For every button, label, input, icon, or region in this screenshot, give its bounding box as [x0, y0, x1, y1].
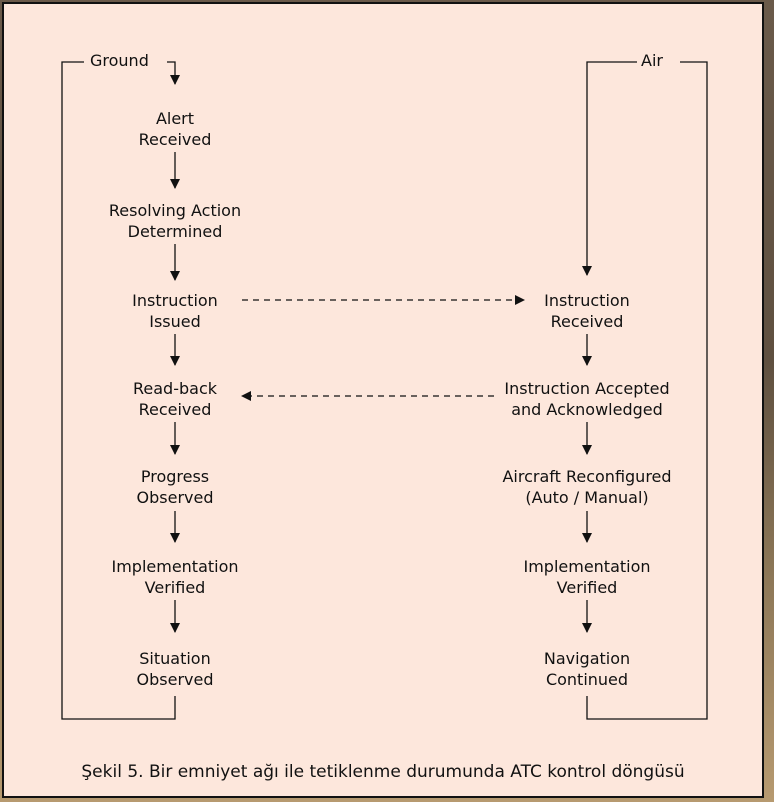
air-loop-line — [586, 61, 708, 720]
ground-entry-arrow — [167, 61, 180, 85]
ground-header: Ground — [86, 51, 153, 71]
ground-loop-line — [61, 61, 176, 720]
air-step-aircraft-reconfigured: Aircraft Reconfigured(Auto / Manual) — [502, 467, 672, 507]
flow-lines — [61, 61, 708, 720]
air-entry-arrow — [582, 61, 638, 276]
air-header: Air — [637, 51, 667, 71]
figure-caption: Şekil 5. Bir emniyet ağı ile tetiklenme … — [81, 762, 685, 782]
